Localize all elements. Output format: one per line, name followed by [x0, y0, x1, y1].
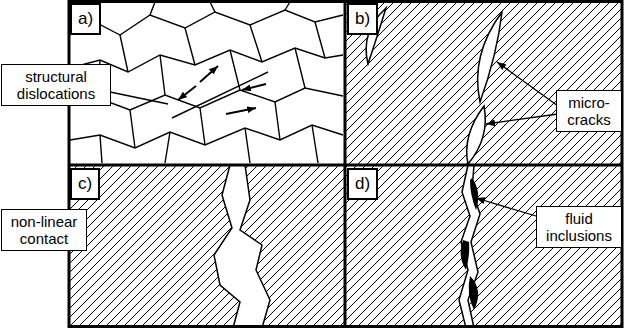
slip-arrows [178, 66, 266, 114]
callout-text: fluid inclusions [541, 210, 617, 244]
callout-text: micro- cracks [561, 94, 617, 128]
callout-box: micro- cracks [556, 90, 622, 132]
panel-letter: d) [347, 168, 378, 200]
micro-crack [366, 8, 502, 164]
callout-box: fluid inclusions [536, 206, 622, 248]
crack-fluid [459, 165, 480, 328]
callout-box: non-linear contact [1, 209, 87, 251]
panel-letter-text: c) [78, 174, 92, 194]
callout-box: structural dislocations [1, 64, 111, 106]
panel-frame [69, 2, 622, 327]
crack-contact [214, 165, 270, 328]
callout-text: structural dislocations [6, 68, 106, 102]
panel-letter-text: b) [355, 9, 370, 29]
panel-letter: b) [347, 3, 378, 35]
hatched-rock [345, 2, 622, 165]
hatched-rock [69, 165, 345, 327]
leader-arrow [486, 62, 558, 124]
panel-letter: c) [70, 168, 100, 200]
leader-line [110, 92, 168, 104]
fluid-inclusion [461, 178, 479, 310]
panel-letter-text: d) [355, 174, 370, 194]
hatched-rock [345, 165, 622, 327]
callout-text: non-linear contact [6, 213, 82, 247]
panel-letter-text: a) [78, 9, 93, 29]
panel-letter: a) [70, 3, 101, 35]
